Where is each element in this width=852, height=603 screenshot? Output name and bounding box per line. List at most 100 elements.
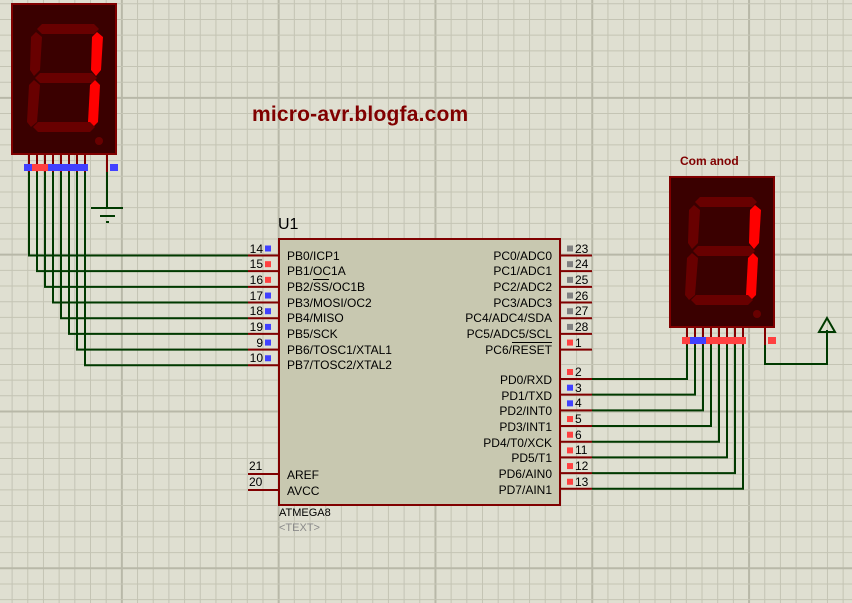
pin-number: 27 [575, 304, 589, 319]
pin-state-indicator [567, 276, 573, 283]
seven-segment-display-right[interactable] [669, 176, 776, 345]
pin-name-overline: SS [313, 279, 330, 294]
pin-name: PB1/OC1A [287, 264, 346, 279]
pin-name: PD2/INT0 [499, 404, 552, 419]
pin-number: 23 [575, 241, 589, 256]
pin-state-indicator [265, 276, 271, 283]
pin-number: 15 [249, 257, 263, 272]
pin-name: PD0/RXD [499, 373, 552, 387]
pin-number: 20 [249, 475, 263, 489]
chip-reference[interactable]: U1 [278, 216, 299, 233]
pin-name: PD4/T0/XCK [483, 435, 552, 450]
pin-name: PD3/INT1 [499, 420, 552, 435]
pin-number: 17 [249, 288, 263, 303]
wire-portd-2 [592, 345, 704, 412]
pin-name: PC1/ADC1 [493, 264, 552, 279]
pin-number: 10 [249, 351, 263, 366]
chip-text-placeholder[interactable]: <TEXT> [279, 522, 320, 534]
pin-name: PB4/MISO [287, 311, 344, 326]
pin-name: PD6/AIN0 [498, 467, 552, 482]
pin-state-indicator [738, 337, 746, 344]
segment-a [37, 24, 99, 34]
pin-number: 13 [575, 474, 589, 489]
pin-state-indicator [567, 416, 573, 423]
wire-portb-1 [36, 172, 248, 273]
pin-state-indicator [722, 337, 730, 344]
pin-state-indicator [567, 384, 573, 391]
power-terminal-icon [817, 315, 837, 333]
wires [28, 172, 828, 490]
wire-portb-2 [44, 172, 248, 288]
pin-name: PD7/AIN1 [498, 482, 552, 497]
pin-state-indicator [40, 164, 48, 171]
pin-name-overline: RESET [511, 342, 552, 357]
segment-g [693, 246, 755, 256]
pin-state-indicator [567, 308, 573, 315]
pin-number: 24 [575, 257, 589, 272]
pin-state-indicator [567, 447, 573, 454]
pin-number: 16 [249, 272, 263, 287]
pin-state-indicator [730, 337, 738, 344]
pin-state-indicator [265, 355, 271, 362]
wire-portb-5 [68, 172, 248, 335]
pin-name: PB6/TOSC1/XTAL1 [287, 342, 392, 357]
common-state-indicator [768, 337, 776, 344]
segment-c [746, 253, 758, 300]
pin-name: AREF [287, 468, 320, 482]
pin-state-indicator [56, 164, 64, 171]
pin-number: 2 [575, 365, 582, 379]
pin-state-indicator [567, 369, 573, 375]
segment-d [33, 122, 95, 132]
pin-name: AVCC [287, 484, 320, 498]
wire-portb-4 [60, 172, 248, 320]
chip-part-name[interactable]: ATMEGA8 [279, 507, 331, 519]
pin-state-indicator [265, 308, 271, 315]
pin-state-indicator [706, 337, 714, 344]
pin-state-indicator [265, 261, 271, 268]
watermark-text: micro-avr.blogfa.com [252, 103, 469, 126]
wire-portd-0 [592, 345, 688, 380]
pin-state-indicator [48, 164, 56, 171]
pin-state-indicator [567, 323, 573, 330]
pin-number: 12 [575, 459, 589, 474]
pin-state-indicator [567, 478, 573, 485]
pin-name: PC6/RESET [485, 342, 552, 357]
pin-name: PD1/TXD [501, 388, 552, 403]
pin-state-indicator [72, 164, 80, 171]
segment-f [30, 32, 42, 76]
wire-portb-0 [28, 172, 248, 257]
pin-state-indicator [567, 261, 573, 268]
pin-state-indicator [567, 463, 573, 470]
symbols [91, 207, 837, 333]
chip-body[interactable] [278, 238, 561, 506]
pin-name: PB0/ICP1 [287, 248, 340, 263]
pin-state-indicator [265, 323, 271, 330]
pin-name: PC0/ADC0 [493, 248, 552, 263]
pin-number: 4 [575, 396, 582, 411]
pin-state-indicator [265, 339, 271, 346]
atmega8-chip[interactable] [248, 238, 592, 506]
pin-number: 14 [249, 241, 263, 256]
pin-state-indicator [567, 339, 573, 346]
pin-number: 5 [575, 412, 582, 427]
segment-f [688, 205, 700, 249]
wire-portd-1 [592, 345, 696, 396]
pin-name: PC4/ADC4/SDA [465, 311, 552, 326]
wire-portb-3 [52, 172, 248, 304]
pin-state-indicator [690, 337, 698, 344]
pin-name: PC2/ADC2 [493, 279, 552, 294]
display-label-com-anod[interactable]: Com anod [680, 154, 739, 168]
pin-number: 19 [249, 319, 263, 334]
pin-number: 28 [575, 319, 589, 334]
wire-portd-6 [592, 345, 736, 475]
seven-segment-display-left[interactable] [11, 3, 118, 172]
pin-state-indicator [567, 400, 573, 407]
pin-number: 11 [575, 443, 588, 458]
segment-dp [95, 137, 103, 145]
segment-b [91, 32, 103, 76]
pin-name: PB7/TOSC2/XTAL2 [287, 358, 392, 373]
pin-name: PB3/MOSI/OC2 [287, 295, 372, 310]
pin-state-indicator [80, 164, 88, 171]
segment-e [685, 253, 698, 300]
